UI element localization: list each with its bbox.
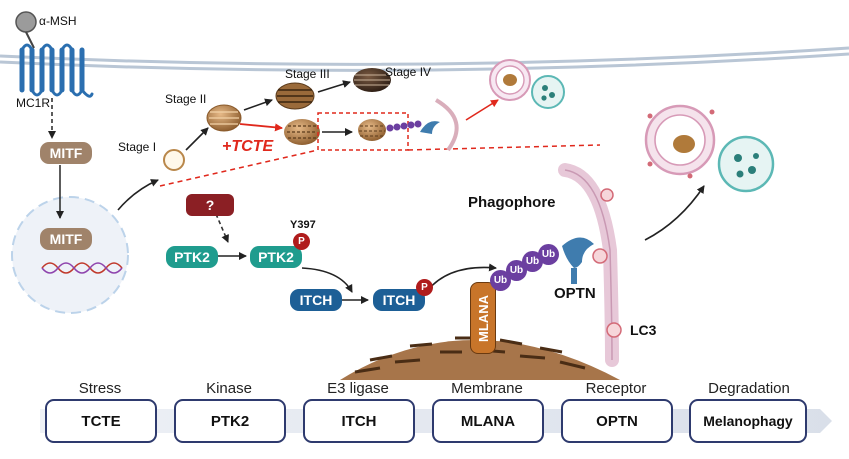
cell-membrane-outer	[0, 46, 849, 66]
pathway-box-ptk2: PTK2	[174, 399, 286, 443]
itch-phospho-pill: ITCH	[373, 289, 425, 311]
mlana-label: MLANA	[475, 294, 491, 342]
lc3-label: LC3	[630, 322, 657, 338]
ub-1: Ub	[490, 270, 511, 291]
mitf-nucleus-pill: MITF	[40, 228, 92, 250]
small-ub-melanosome-icon	[358, 119, 440, 141]
y397-site-label: Y397	[290, 219, 316, 231]
pathway-box-tcte: TCTE	[45, 399, 157, 443]
alpha-msh-ligand-icon	[15, 11, 37, 33]
small-phagophore-icon	[434, 98, 459, 152]
stage-4-label: Stage IV	[385, 65, 432, 79]
autolysosome-small-icon	[489, 59, 565, 109]
optn-receptor-icon	[562, 237, 594, 284]
cell-membrane-inner	[0, 52, 849, 72]
ub-3: Ub	[522, 251, 543, 272]
stage-3-label: Stage III	[285, 67, 330, 81]
tcte-treatment-label: +TCTE	[222, 138, 274, 155]
ub-4: Ub	[538, 244, 559, 265]
mlana-pill: MLANA	[470, 282, 496, 354]
category-receptor: Receptor	[585, 380, 647, 397]
phospho-ptk2-badge: P	[293, 233, 310, 250]
pathway-box-itch: ITCH	[303, 399, 415, 443]
mitf-cytoplasm-pill: MITF	[40, 142, 92, 164]
stage-1-label: Stage I	[118, 140, 157, 154]
ptk2-phospho-pill: PTK2	[250, 246, 302, 268]
category-e3-ligase: E3 ligase	[327, 380, 389, 397]
nucleus	[11, 196, 129, 314]
pathway-box-mlana: MLANA	[432, 399, 544, 443]
phospho-itch-badge: P	[416, 279, 433, 296]
stage-3-melanosome-icon	[275, 82, 315, 110]
stage-1-melanosome-icon	[163, 149, 185, 171]
autolysosome-large-icon	[644, 104, 775, 193]
stage-4-melanosome-icon	[353, 68, 391, 92]
stage-2-label: Stage II	[165, 92, 207, 106]
pathway-box-melanophagy: Melanophagy	[689, 399, 807, 443]
category-degradation: Degradation	[708, 380, 790, 397]
melanosome-surface-icon	[340, 336, 620, 380]
ub-2: Ub	[506, 260, 527, 281]
unknown-kinase-pill: ?	[186, 194, 234, 216]
category-stress: Stress	[78, 380, 122, 397]
mc1r-label: MC1R	[16, 96, 51, 110]
category-kinase: Kinase	[206, 380, 252, 397]
mc1r-receptor-icon	[19, 43, 94, 98]
stage-2-melanosome-icon	[206, 104, 242, 132]
lc3-icon	[606, 322, 622, 338]
alpha-msh-label: α-MSH	[39, 14, 77, 28]
category-membrane: Membrane	[451, 380, 523, 397]
pathway-box-optn: OPTN	[561, 399, 673, 443]
ptk2-pill: PTK2	[166, 246, 218, 268]
zoom-box	[317, 112, 409, 151]
dna-helix-icon	[41, 262, 123, 274]
phagophore-label: Phagophore	[468, 194, 556, 211]
tcte-melanosome-icon	[284, 119, 320, 145]
optn-label: OPTN	[554, 285, 596, 302]
itch-pill: ITCH	[290, 289, 342, 311]
